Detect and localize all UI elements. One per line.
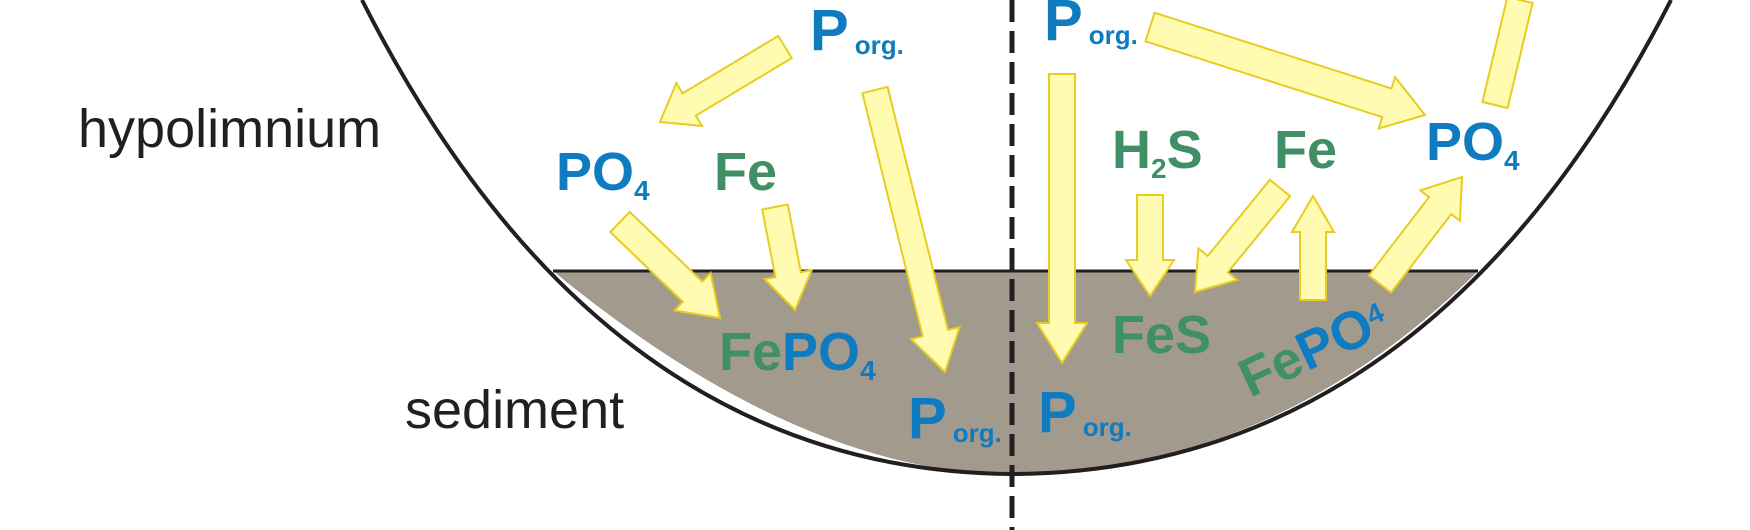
arrow-po4-to-fepo4-left-icon: [608, 210, 722, 320]
arrow-fe-to-fepo4-left-icon: [761, 203, 814, 312]
fe-left: Fe: [714, 142, 777, 202]
po4-left: PO4: [556, 142, 650, 206]
arrow-porg-to-po4-right-icon: [1144, 11, 1427, 130]
hypolimnium-label: hypolimnium: [78, 99, 381, 159]
arrow-porg-to-po4-left-icon: [658, 34, 794, 128]
h2s-right: H2S: [1112, 120, 1203, 184]
fe-right: Fe: [1274, 120, 1337, 180]
po4-right: PO4: [1426, 112, 1520, 176]
fes-right: FeS: [1112, 305, 1211, 365]
arrow-fepo4-to-fe-right-icon: [1290, 194, 1336, 301]
arrow-porg-to-porg-sed-right-icon: [1035, 73, 1089, 365]
arrow-h2s-to-fes-right-icon: [1124, 194, 1176, 298]
fepo4-left: FePO4: [719, 322, 876, 386]
arrow-to-surface-right-icon: [1481, 0, 1534, 110]
arrow-fepo4-to-po4-right-icon: [1367, 175, 1464, 294]
sediment-label: sediment: [405, 380, 624, 440]
arrows-group: [608, 0, 1534, 374]
arrow-fe-to-fes-right-icon: [1193, 178, 1292, 294]
arrow-porg-to-porg-sed-left-icon: [861, 85, 962, 374]
sediment-layer: [553, 271, 1478, 474]
